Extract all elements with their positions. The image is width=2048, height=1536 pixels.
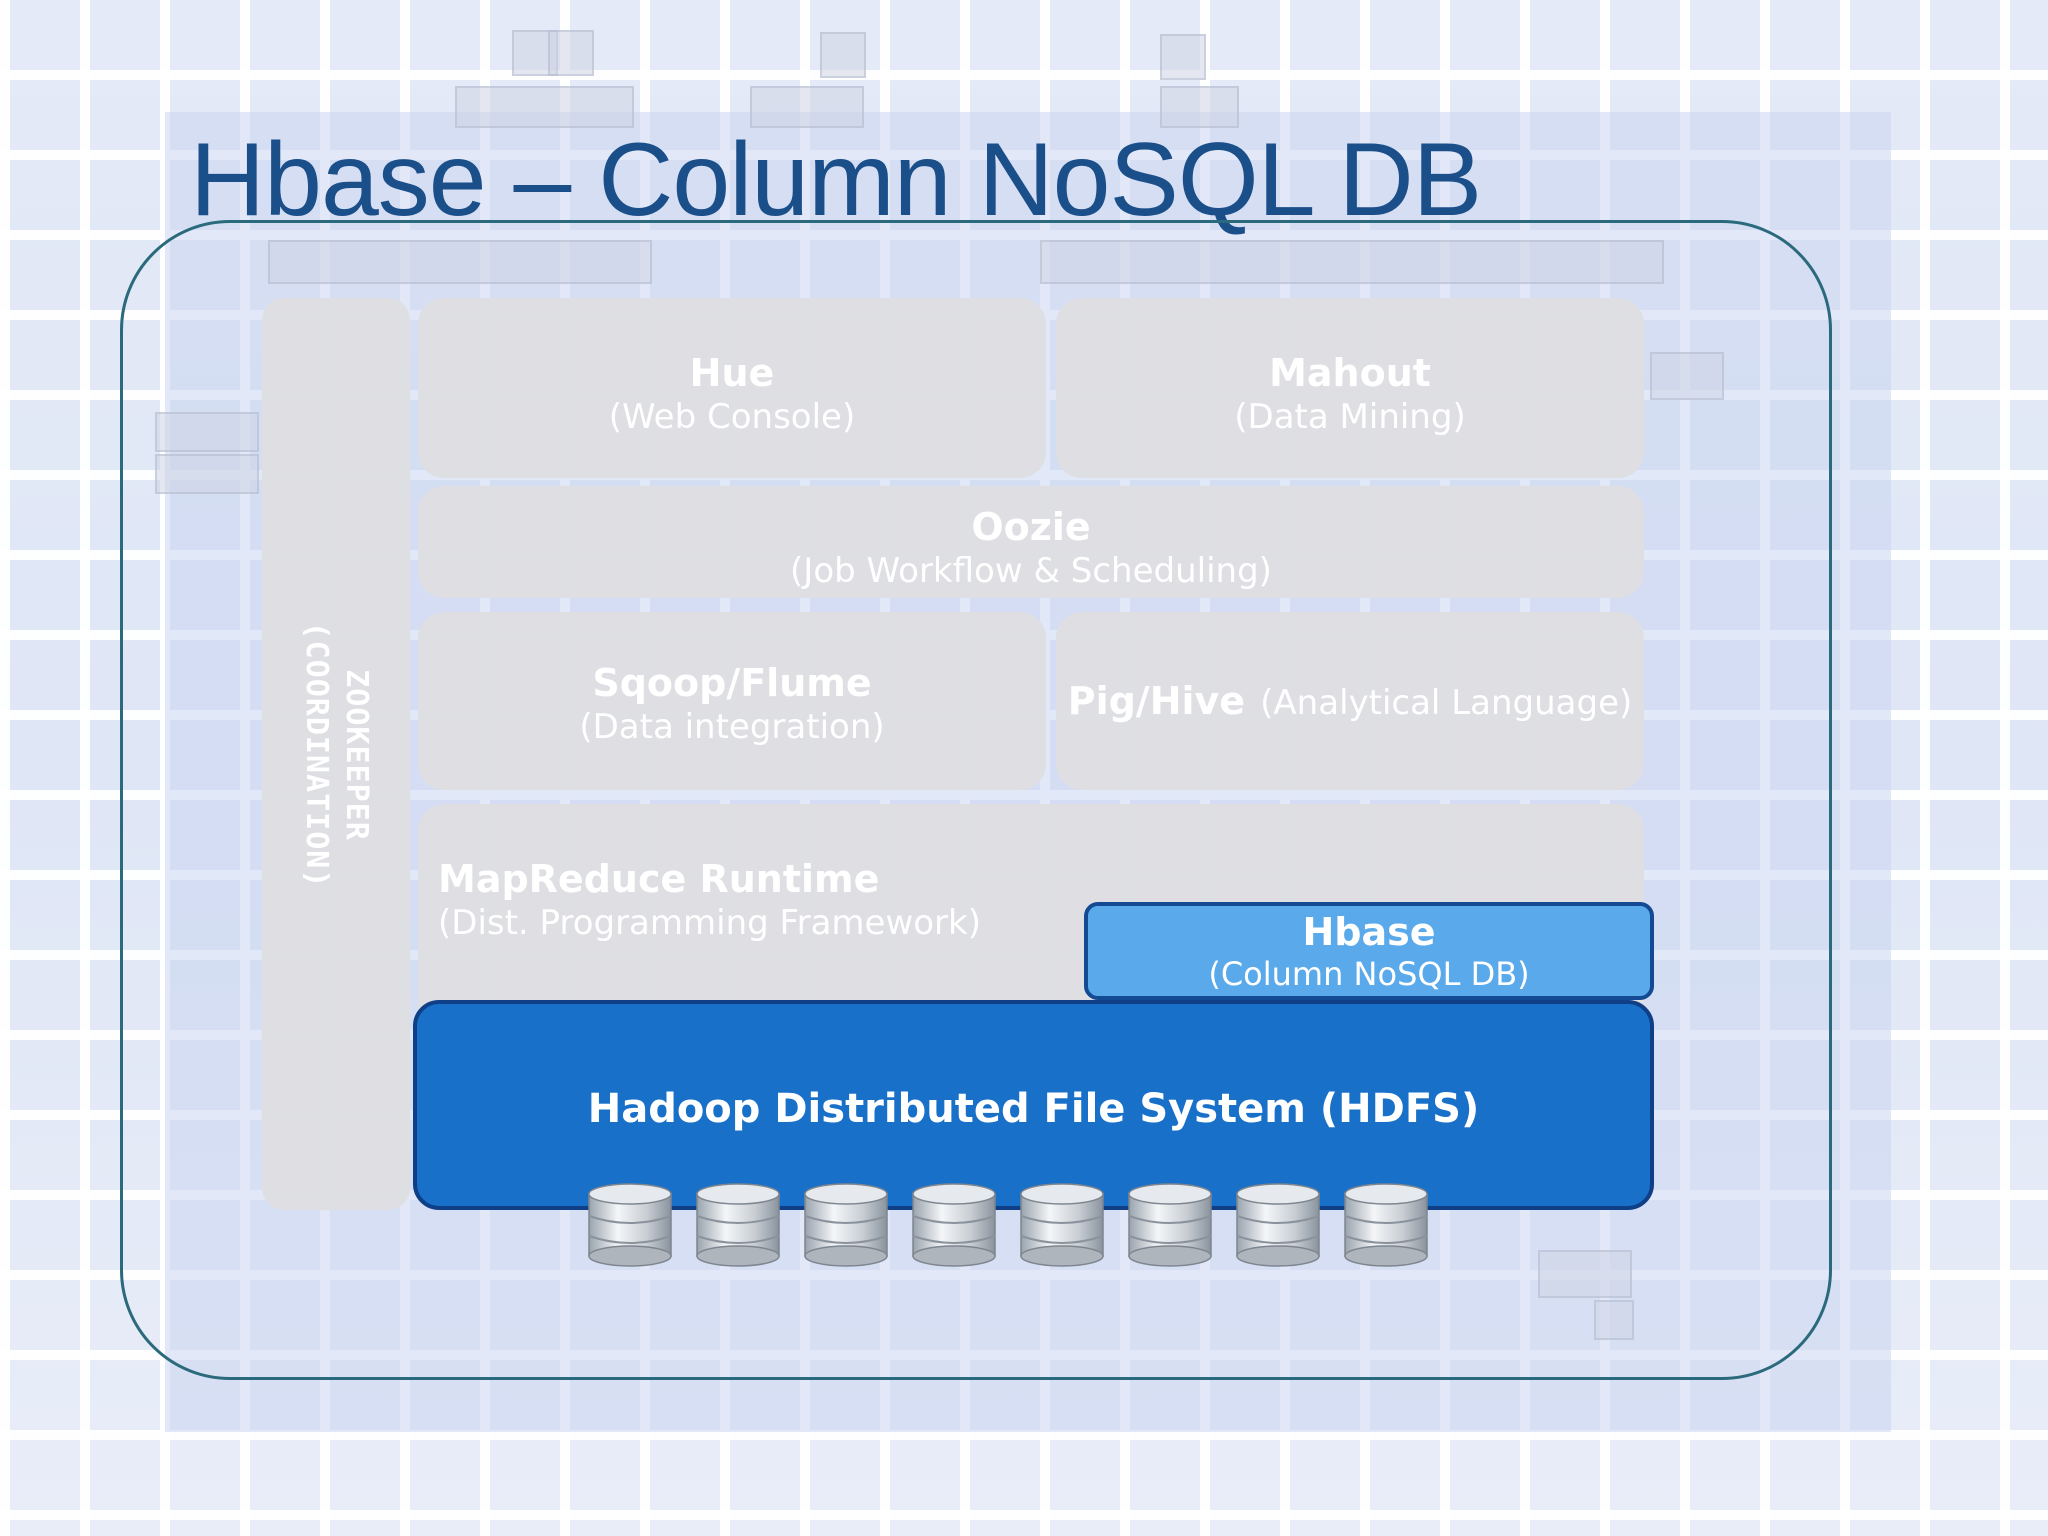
zookeeper-label: ZOOKEEPER (COORDINATION) xyxy=(296,622,376,889)
hbase-block: Hbase (Column NoSQL DB) xyxy=(1084,902,1654,1000)
mapreduce-block: MapReduce Runtime (Dist. Programming Fra… xyxy=(418,804,1644,1010)
database-disk-icon xyxy=(1344,1183,1428,1267)
pig-hive-name: Pig/Hive xyxy=(1067,679,1246,723)
sqoop-flume-role: (Data integration) xyxy=(579,707,885,747)
oozie-block: Oozie (Job Workflow & Scheduling) xyxy=(418,486,1644,598)
zookeeper-role: (COORDINATION) xyxy=(299,621,334,889)
database-disk-icon xyxy=(1128,1183,1212,1267)
sqoop-flume-block: Sqoop/Flume (Data integration) xyxy=(418,612,1046,790)
zookeeper-block xyxy=(262,298,410,1210)
database-disk-icon xyxy=(588,1183,672,1267)
database-disk-icon xyxy=(912,1183,996,1267)
pig-hive-block: Pig/Hive (Analytical Language) xyxy=(1056,612,1644,790)
hbase-role: (Column NoSQL DB) xyxy=(1208,955,1530,993)
hdfs-block: Hadoop Distributed File System (HDFS) xyxy=(413,1000,1654,1210)
slide-title: Hbase – Column NoSQL DB xyxy=(190,122,1482,238)
hdfs-name: Hadoop Distributed File System (HDFS) xyxy=(587,1086,1480,1132)
oozie-name: Oozie xyxy=(971,505,1091,549)
disk-row xyxy=(585,1180,1428,1270)
hbase-name: Hbase xyxy=(1302,910,1436,954)
zookeeper-name: ZOOKEEPER xyxy=(339,669,374,841)
oozie-role: (Job Workflow & Scheduling) xyxy=(790,551,1272,591)
pig-hive-role: (Analytical Language) xyxy=(1260,683,1633,723)
hue-block: Hue (Web Console) xyxy=(418,298,1046,478)
mapreduce-name: MapReduce Runtime xyxy=(438,857,880,901)
database-disk-icon xyxy=(696,1183,780,1267)
sqoop-flume-name: Sqoop/Flume xyxy=(592,661,872,705)
mapreduce-role: (Dist. Programming Framework) xyxy=(438,903,981,943)
hue-name: Hue xyxy=(689,351,775,395)
database-disk-icon xyxy=(1020,1183,1104,1267)
stack-frame xyxy=(120,220,1832,1380)
mahout-block: Mahout (Data Mining) xyxy=(1056,298,1644,478)
mahout-name: Mahout xyxy=(1269,351,1431,395)
database-disk-icon xyxy=(804,1183,888,1267)
mahout-role: (Data Mining) xyxy=(1234,397,1466,437)
hue-role: (Web Console) xyxy=(608,397,856,437)
database-disk-icon xyxy=(1236,1183,1320,1267)
